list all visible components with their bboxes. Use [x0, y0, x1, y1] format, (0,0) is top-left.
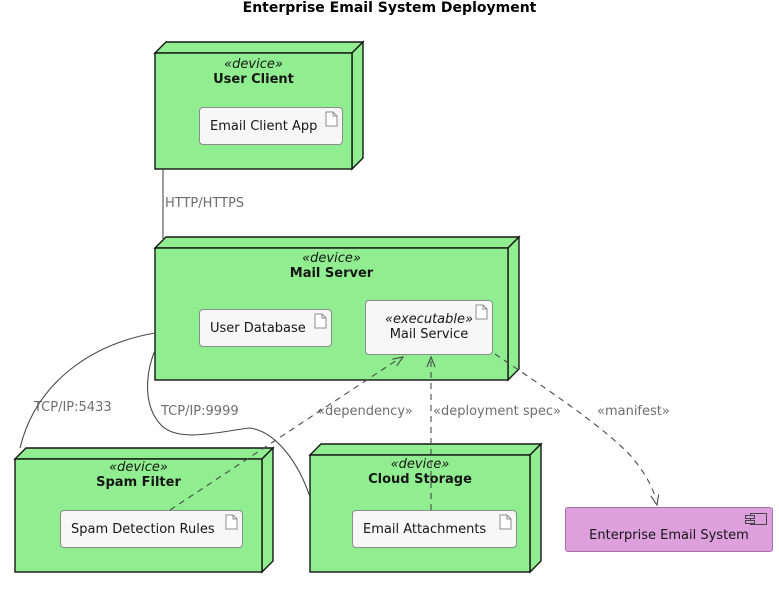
node-mail-server-name: Mail Server	[289, 266, 374, 281]
edge-label-http-https: HTTP/HTTPS	[165, 196, 245, 211]
artifact-mail-service-stereotype: «executable»	[384, 312, 474, 327]
artifact-label: Email Attachments	[363, 521, 487, 537]
artifact-label: Spam Detection Rules	[71, 521, 215, 537]
artifact-label: Email Client App	[210, 118, 318, 134]
component-enterprise-email-system: Enterprise Email System	[565, 507, 773, 552]
edge-label-dependency: «dependency»	[317, 404, 413, 419]
document-icon	[314, 313, 327, 329]
artifact-label-block: «executable» Mail Service	[366, 312, 492, 342]
edge-label-deployment-spec: «deployment spec»	[433, 404, 561, 419]
document-icon	[225, 514, 238, 530]
node-user-client-stereotype: «device»	[224, 57, 283, 72]
edge-tcp-5433	[19, 332, 156, 449]
artifact-user-database: User Database	[199, 309, 332, 347]
artifact-spam-detection-rules: Spam Detection Rules	[60, 510, 243, 548]
edge-label-manifest: «manifest»	[597, 404, 670, 419]
edge-label-tcp-9999: TCP/IP:9999	[161, 404, 239, 419]
document-icon	[475, 304, 488, 320]
node-mail-server: «device» Mail Server	[155, 251, 508, 282]
artifact-mail-service: «executable» Mail Service	[365, 300, 493, 355]
edge-dependency-arrowhead	[392, 356, 405, 367]
node-spam-filter: «device» Spam Filter	[15, 460, 262, 491]
component-icon	[745, 513, 767, 525]
document-icon	[325, 111, 338, 127]
node-spam-filter-name: Spam Filter	[96, 475, 181, 490]
node-mail-server-stereotype: «device»	[302, 251, 361, 266]
node-user-client-name: User Client	[213, 72, 294, 87]
document-icon	[499, 514, 512, 530]
edge-label-tcp-5433: TCP/IP:5433	[34, 400, 112, 415]
node-cloud-storage-name: Cloud Storage	[368, 472, 472, 487]
edge-manifest-arrowhead	[650, 494, 660, 507]
node-cloud-storage-stereotype: «device»	[390, 457, 450, 472]
node-user-client: «device» User Client	[155, 57, 352, 88]
artifact-email-client-app: Email Client App	[199, 107, 343, 145]
node-cloud-storage: «device» Cloud Storage	[310, 457, 530, 488]
artifact-email-attachments: Email Attachments	[352, 510, 517, 548]
component-label: Enterprise Email System	[589, 528, 749, 543]
node-spam-filter-stereotype: «device»	[109, 460, 168, 475]
artifact-label: User Database	[210, 320, 306, 336]
artifact-label: Mail Service	[389, 327, 469, 342]
diagram-title: Enterprise Email System Deployment	[242, 0, 537, 16]
edge-deployment-spec-arrowhead	[426, 355, 436, 368]
